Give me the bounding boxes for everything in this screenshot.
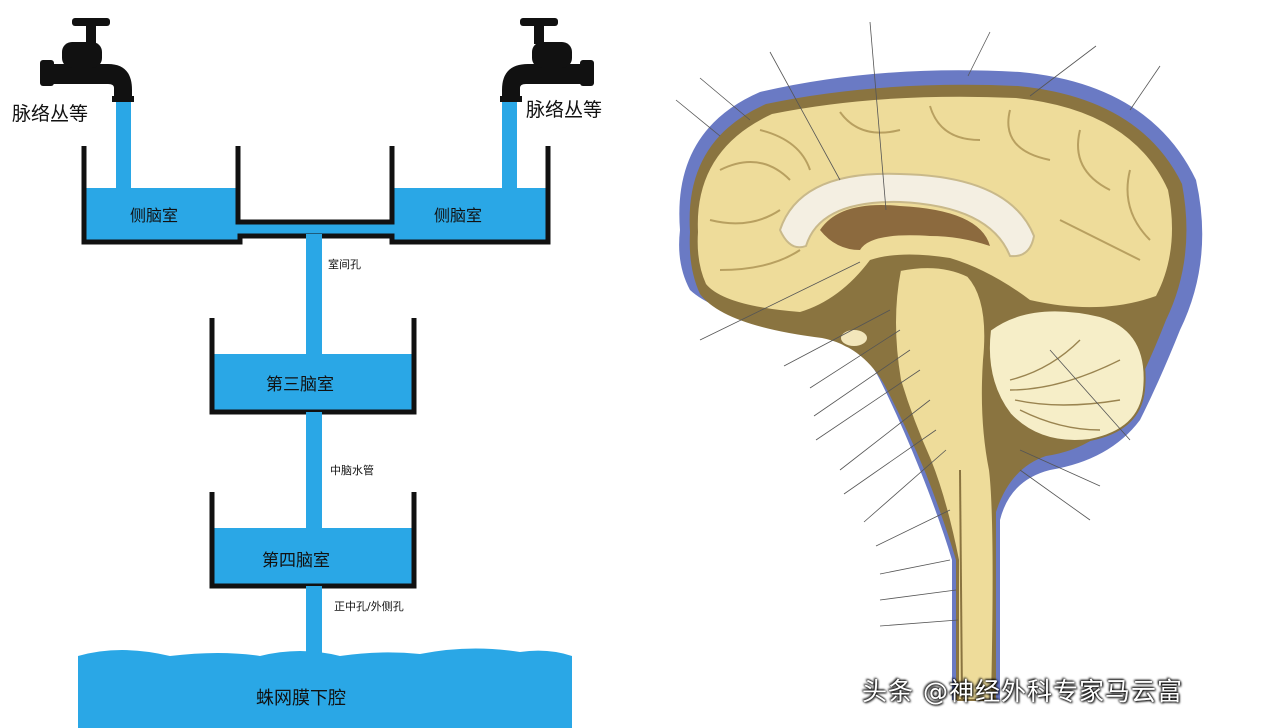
- left-inflow-stream: [116, 102, 131, 188]
- pipe-foramen-1: [306, 234, 322, 354]
- apertures-label: 正中孔/外侧孔: [334, 600, 404, 613]
- fourth-ventricle-label: 第四脑室: [262, 551, 330, 571]
- interventricular-channel: [238, 224, 394, 234]
- third-ventricle-label: 第三脑室: [266, 375, 334, 395]
- subarachnoid-pool: [78, 648, 572, 728]
- brain-sagittal-illustration: [675, 21, 1203, 701]
- right-lateral-ventricle-water: [394, 188, 546, 240]
- gyri-lines: [709, 105, 1151, 271]
- pipe-apertures: [306, 586, 322, 656]
- pipe-aqueduct: [306, 412, 322, 528]
- pituitary: [839, 328, 869, 348]
- right-inflow-stream: [502, 102, 517, 188]
- left-faucet-icon: [40, 18, 134, 102]
- central-canal: [959, 469, 963, 701]
- subarachnoid-label: 蛛网膜下腔: [256, 688, 346, 709]
- lateral-ventricle-region: [820, 205, 990, 250]
- right-source-label: 脉络丛等: [526, 99, 602, 121]
- brainstem: [894, 266, 995, 701]
- left-lateral-ventricle-water: [86, 188, 238, 240]
- aqueduct-label: 中脑水管: [330, 463, 374, 477]
- left-lateral-ventricle-label: 侧脑室: [130, 206, 178, 225]
- watermark: 头条 @神经外科专家马云富: [862, 677, 1183, 706]
- flow-diagram: 脉络丛等 脉络丛等 侧脑室 侧脑室 室间孔 第三脑室 中脑水管 第四脑室 正中孔…: [12, 18, 602, 728]
- arbor-vitae: [1009, 339, 1121, 431]
- third-ventricle-water: [214, 354, 412, 410]
- foramen-1-label: 室间孔: [328, 257, 361, 271]
- right-lateral-ventricle-label: 侧脑室: [434, 206, 482, 225]
- fourth-ventricle-water: [214, 528, 412, 584]
- leader-lines: [675, 21, 1161, 627]
- left-source-label: 脉络丛等: [12, 103, 88, 125]
- right-faucet-icon: [500, 18, 594, 102]
- cerebellum: [987, 309, 1146, 442]
